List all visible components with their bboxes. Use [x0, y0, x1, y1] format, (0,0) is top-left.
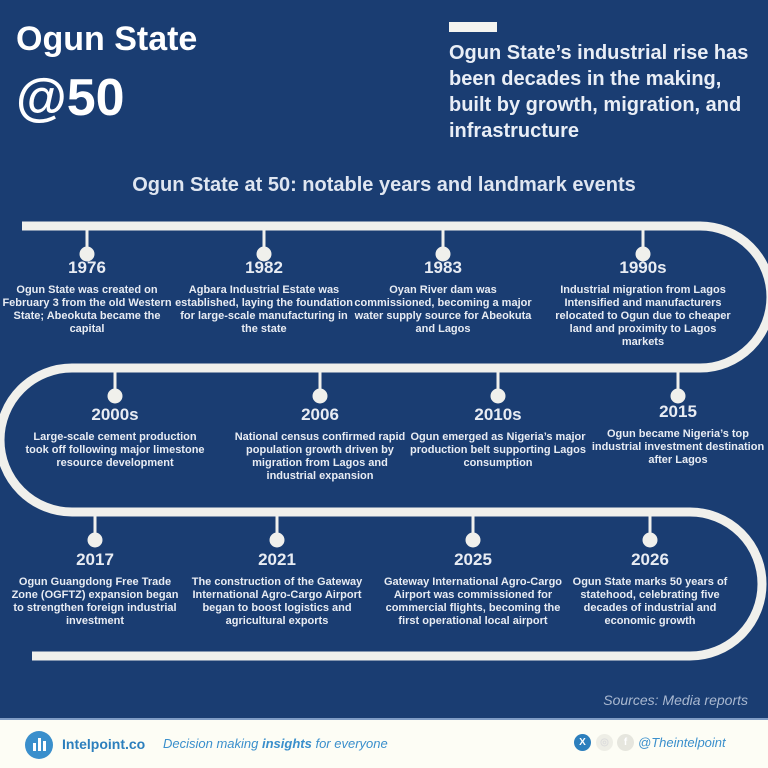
x-icon[interactable]: X [574, 734, 591, 751]
timeline-dot [312, 388, 328, 404]
timeline-dot [465, 532, 481, 548]
event-year: 2026 [631, 550, 669, 569]
event-description: Ogun emerged as Nigeria’s major producti… [410, 431, 586, 469]
sources: Sources: Media reports [603, 692, 748, 708]
event-year: 1976 [68, 258, 106, 277]
instagram-icon[interactable]: ◎ [596, 734, 613, 751]
timeline-dot [642, 532, 658, 548]
social-handle[interactable]: @Theintelpoint [638, 735, 726, 750]
title-line2: @50 [16, 69, 125, 127]
event-description: Agbara Industrial Estate was established… [175, 284, 353, 335]
footer: Intelpoint.co Decision making insights f… [0, 718, 768, 768]
brand-link[interactable]: Intelpoint.co [62, 736, 146, 752]
event-description: National census confirmed rapid populati… [234, 431, 406, 482]
timeline-dot [490, 388, 506, 404]
timeline-dot [79, 246, 95, 262]
event-description: Ogun State marks 50 years of statehood, … [572, 576, 728, 627]
intro-text: Ogun State’s industrial rise has been de… [449, 42, 749, 142]
event-description: Gateway International Agro-Cargo Airport… [383, 576, 563, 627]
event-description: Oyan River dam was commissioned, becomin… [354, 284, 532, 335]
infographic: Ogun State @50 Ogun State’s industrial r… [0, 20, 768, 708]
intelpoint-logo-icon [25, 731, 53, 759]
event-description: Ogun State was created on February 3 fro… [2, 284, 172, 335]
event-year: 2006 [301, 405, 339, 424]
timeline-dot [256, 246, 272, 262]
event-description: The construction of the Gateway Internat… [191, 576, 363, 627]
timeline-dot [87, 532, 103, 548]
subtitle: Ogun State at 50: notable years and land… [132, 174, 636, 196]
timeline-path [0, 221, 768, 661]
facebook-icon[interactable]: f [617, 734, 634, 751]
timeline-dot [635, 246, 651, 262]
timeline-dot [670, 388, 686, 404]
event-year: 2017 [76, 550, 114, 569]
event-description: Ogun Guangdong Free Trade Zone (OGFTZ) e… [11, 576, 179, 627]
event-year: 1990s [619, 258, 667, 277]
event-description: Large-scale cement production took off f… [25, 431, 205, 469]
timeline-dot [435, 246, 451, 262]
event-year: 2010s [474, 405, 522, 424]
timeline-dot [269, 532, 285, 548]
timeline-dot [107, 388, 123, 404]
tagline: Decision making insights for everyone [163, 736, 388, 751]
accent-bar [449, 22, 497, 32]
event-year: 2025 [454, 550, 492, 569]
event-year: 1982 [245, 258, 283, 277]
event-year: 2000s [91, 405, 139, 424]
event-description: Ogun became Nigeria’s top industrial inv… [591, 428, 765, 466]
event-year: 2015 [659, 402, 697, 421]
event-year: 1983 [424, 258, 462, 277]
event-year: 2021 [258, 550, 296, 569]
event-description: Industrial migration from Lagos Intensif… [555, 284, 731, 348]
title-line1: Ogun State [16, 20, 198, 58]
